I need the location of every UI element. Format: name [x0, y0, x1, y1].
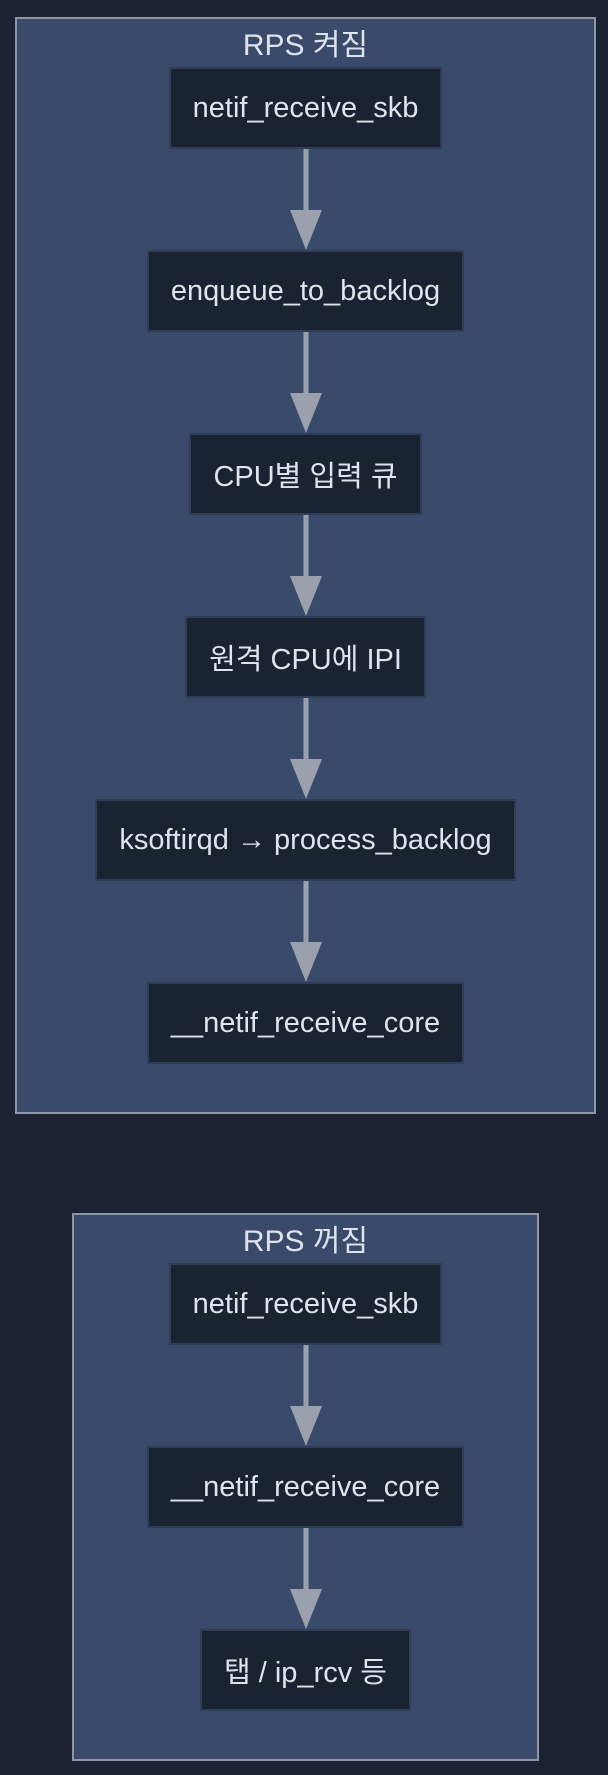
down-arrow-icon [289, 149, 322, 250]
flow-node-netif-receive-skb: netif_receive_skb [168, 1263, 443, 1345]
down-arrow-icon [289, 881, 322, 982]
down-arrow-icon [289, 698, 322, 799]
flow-node-ipi-to-remote-cpu: 원격 CPU에 IPI [185, 616, 426, 698]
flow-node-netif-receive-core: __netif_receive_core [146, 1446, 465, 1528]
down-arrow-icon [289, 332, 322, 433]
down-arrow-icon [289, 1345, 322, 1446]
flow-node-netif-receive-core: __netif_receive_core [146, 982, 465, 1064]
flow-node-enqueue-to-backlog: enqueue_to_backlog [146, 250, 465, 332]
flow-node-per-cpu-input-queue: CPU별 입력 큐 [189, 433, 422, 515]
down-arrow-icon [289, 515, 322, 616]
rps-on-panel-title: RPS 켜짐 [242, 29, 369, 62]
flow-node-ksoftirqd-process-backlog: ksoftirqd → process_backlog [95, 799, 516, 881]
rps-off-panel: RPS 꺼짐 netif_receive_skb __netif_receive… [72, 1213, 539, 1761]
flow-node-netif-receive-skb: netif_receive_skb [168, 67, 443, 149]
rps-off-panel-title: RPS 꺼짐 [242, 1225, 369, 1258]
flow-node-tap-ip-rcv: 탭 / ip_rcv 등 [200, 1629, 411, 1711]
rps-on-panel: RPS 켜짐 netif_receive_skb enqueue_to_back… [15, 17, 596, 1114]
down-arrow-icon [289, 1528, 322, 1629]
